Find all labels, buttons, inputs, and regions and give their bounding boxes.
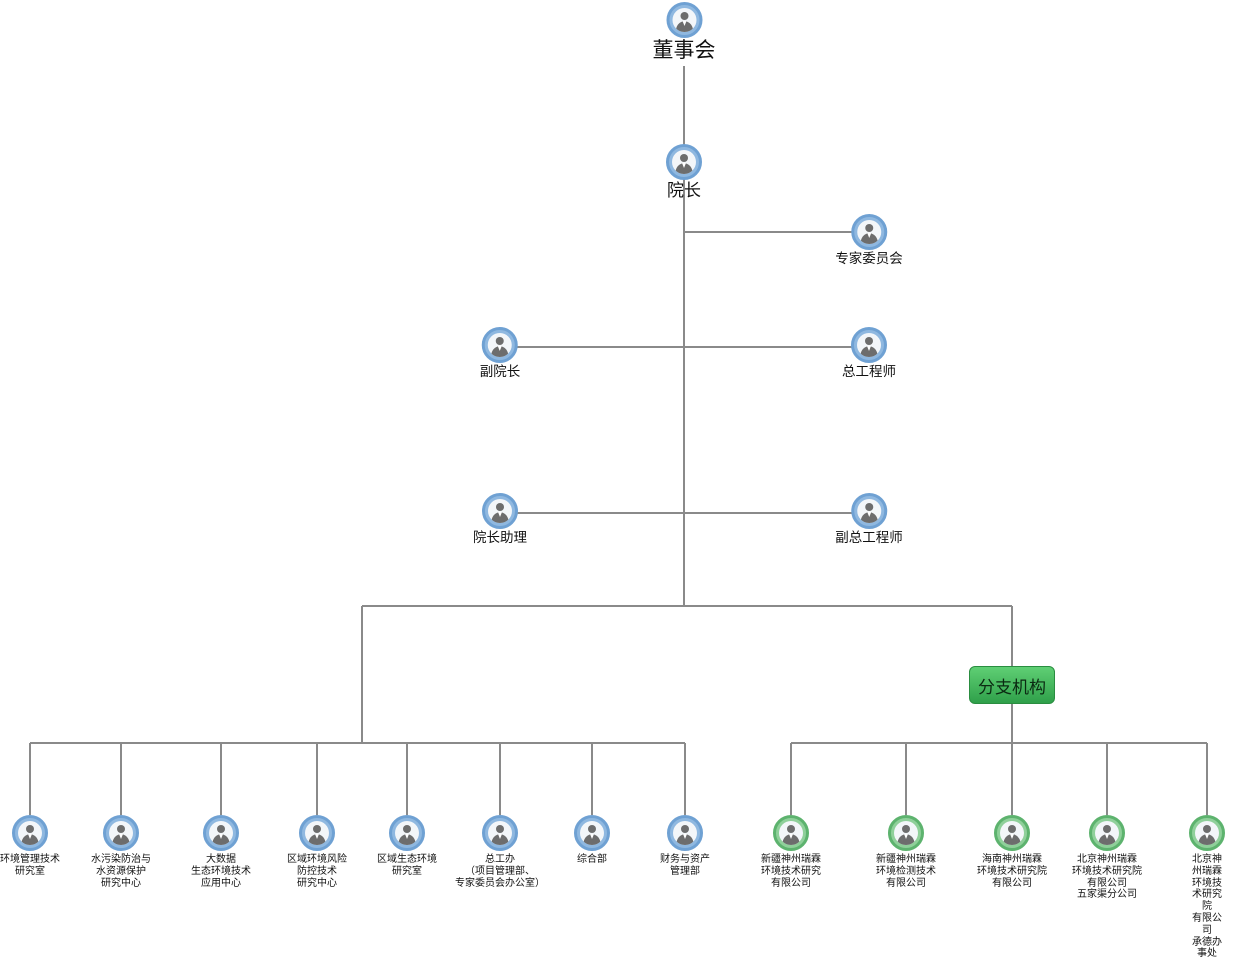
branch-node: 新疆神州瑞霖 环境技术研究 有限公司 [761, 815, 821, 889]
branch-label: 北京神州瑞霖 环境技术研究院 有限公司 承德办事处 [1192, 854, 1222, 960]
department-node: 区域环境风险 防控技术 研究中心 [287, 815, 347, 889]
department-node: 财务与资产 管理部 [660, 815, 710, 878]
department-node: 区域生态环境 研究室 [377, 815, 437, 878]
vice-president-node: 副院长 [479, 327, 521, 381]
department-label: 水污染防治与 水资源保护 研究中心 [91, 854, 151, 889]
department-label: 总工办 （项目管理部、 专家委员会办公室） [455, 854, 545, 889]
person-icon [666, 144, 702, 180]
person-icon [203, 815, 239, 851]
department-node: 水污染防治与 水资源保护 研究中心 [91, 815, 151, 889]
expert-committee-node: 专家委员会 [835, 214, 903, 268]
department-label: 环境管理技术 研究室 [0, 854, 60, 877]
board-label: 董事会 [652, 38, 716, 62]
person-icon [851, 327, 887, 363]
person-icon [851, 214, 887, 250]
department-node: 大数据 生态环境技术 应用中心 [191, 815, 251, 889]
chief-engineer-label: 总工程师 [842, 364, 896, 380]
president-node: 院长 [666, 144, 702, 201]
person-icon [482, 327, 518, 363]
branch-org-box: 分支机构 [969, 666, 1055, 704]
person-icon [482, 815, 518, 851]
person-icon [389, 815, 425, 851]
chief-engineer-node: 总工程师 [842, 327, 896, 381]
department-node: 总工办 （项目管理部、 专家委员会办公室） [455, 815, 545, 889]
vice-president-label: 副院长 [479, 364, 521, 380]
deputy-chief-engineer-node: 副总工程师 [835, 493, 903, 547]
branch-label: 新疆神州瑞霖 环境技术研究 有限公司 [761, 854, 821, 889]
branch-node: 北京神州瑞霖 环境技术研究院 有限公司 五家渠分公司 [1072, 815, 1142, 901]
department-label: 区域生态环境 研究室 [377, 854, 437, 877]
expert-committee-label: 专家委员会 [835, 251, 903, 267]
department-label: 综合部 [577, 854, 607, 865]
person-icon [299, 815, 335, 851]
president-assistant-label: 院长助理 [473, 530, 527, 546]
person-icon [1089, 815, 1125, 851]
department-label: 区域环境风险 防控技术 研究中心 [287, 854, 347, 889]
connector-lines [29, 66, 1208, 815]
president-assistant-node: 院长助理 [473, 493, 527, 547]
person-icon [1189, 815, 1225, 851]
person-icon [667, 815, 703, 851]
branch-node: 海南神州瑞霖 环境技术研究院 有限公司 [977, 815, 1047, 889]
department-node: 综合部 [574, 815, 610, 866]
branch-node: 新疆神州瑞霖 环境检测技术 有限公司 [876, 815, 936, 889]
person-icon [851, 493, 887, 529]
person-icon [103, 815, 139, 851]
board-node: 董事会 [653, 2, 716, 63]
deputy-chief-engineer-label: 副总工程师 [835, 530, 903, 546]
department-label: 财务与资产 管理部 [660, 854, 710, 877]
person-icon [574, 815, 610, 851]
branch-node: 北京神州瑞霖 环境技术研究院 有限公司 承德办事处 [1189, 815, 1225, 960]
department-node: 环境管理技术 研究室 [0, 815, 60, 878]
person-icon [888, 815, 924, 851]
department-label: 大数据 生态环境技术 应用中心 [191, 854, 251, 889]
branch-label: 海南神州瑞霖 环境技术研究院 有限公司 [977, 854, 1047, 889]
branch-label: 新疆神州瑞霖 环境检测技术 有限公司 [876, 854, 936, 889]
person-icon [994, 815, 1030, 851]
person-icon [12, 815, 48, 851]
branch-label: 北京神州瑞霖 环境技术研究院 有限公司 五家渠分公司 [1072, 854, 1142, 901]
person-icon [666, 2, 702, 38]
person-icon [482, 493, 518, 529]
person-icon [773, 815, 809, 851]
president-label: 院长 [667, 181, 701, 201]
